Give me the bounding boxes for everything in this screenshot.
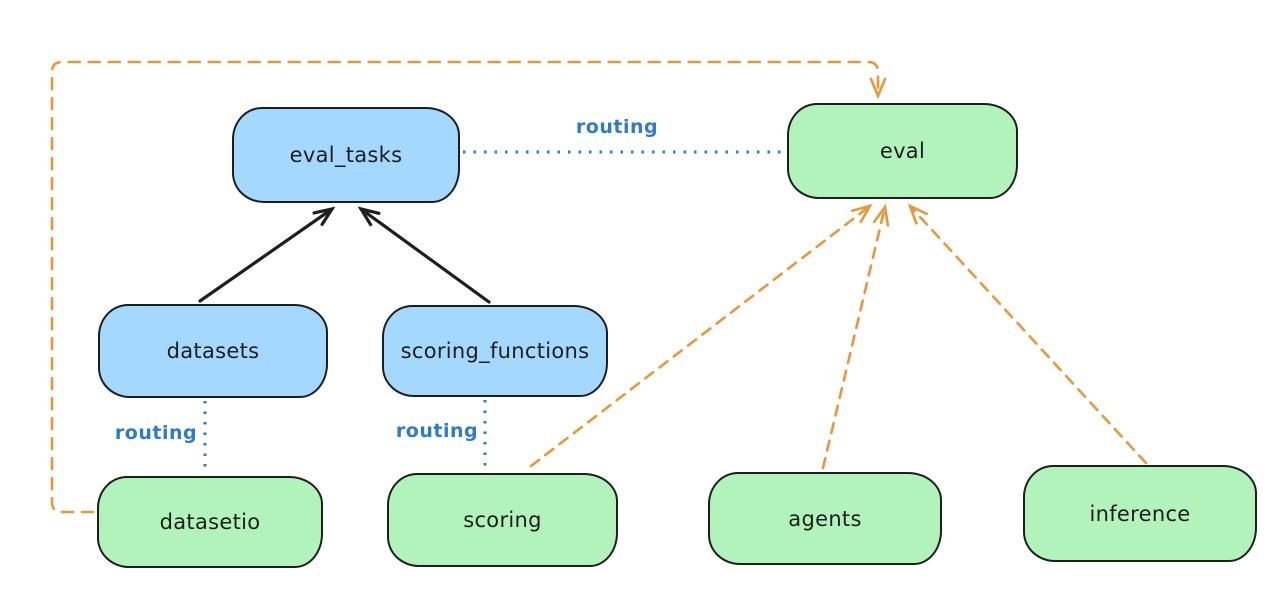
node-scoring-functions: scoring_functions — [382, 305, 608, 397]
edge-inference-to-eval — [907, 203, 1148, 465]
node-scoring: scoring — [387, 473, 618, 567]
node-eval-tasks-label: eval_tasks — [289, 143, 403, 167]
node-datasets: datasets — [98, 304, 328, 398]
edge-datasetio-to-eval — [50, 60, 887, 514]
node-datasetio: datasetio — [97, 476, 323, 568]
node-agents-label: agents — [788, 506, 862, 531]
node-datasetio-label: datasetio — [159, 510, 261, 534]
node-scoring-functions-label: scoring_functions — [400, 339, 590, 363]
edge-agents-to-eval — [821, 203, 890, 470]
node-datasets-label: datasets — [166, 339, 260, 363]
node-inference: inference — [1023, 465, 1257, 562]
routing-label-datasets-datasetio: routing — [114, 422, 198, 444]
routing-label-eval-tasks-eval: routing — [575, 116, 659, 138]
node-eval-label: eval — [879, 139, 926, 163]
routing-label-scoring-functions-scoring: routing — [395, 420, 479, 442]
node-inference-label: inference — [1089, 501, 1191, 526]
edge-datasets-to-eval-tasks — [198, 206, 336, 303]
node-eval-tasks: eval_tasks — [232, 107, 460, 203]
node-agents: agents — [708, 472, 942, 565]
node-eval: eval — [787, 103, 1018, 199]
edge-scoring-functions-to-eval-tasks — [357, 206, 491, 304]
node-scoring-label: scoring — [463, 508, 542, 532]
